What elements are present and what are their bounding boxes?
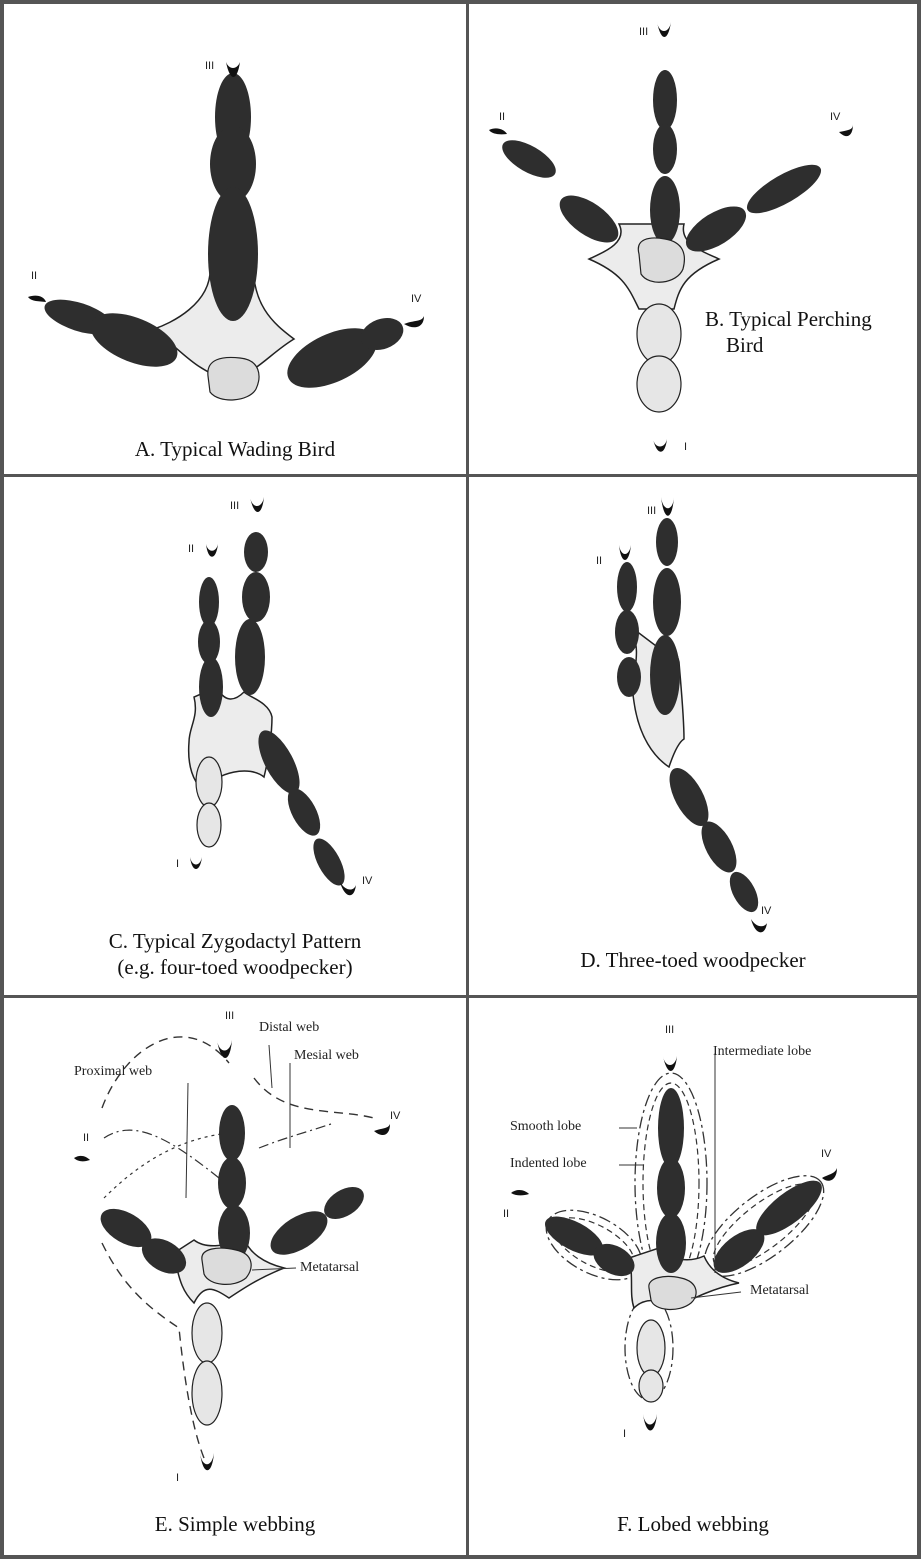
panel-a-foot: [4, 4, 466, 474]
toe-label-iv: IV: [390, 1110, 400, 1122]
toe-label-ii: II: [31, 270, 37, 282]
panel-f-caption: F. Lobed webbing: [469, 1511, 917, 1537]
metatarsal-pad: [208, 357, 259, 400]
label-intermediate-lobe: Intermediate lobe: [713, 1044, 811, 1060]
label-metatarsal: Metatarsal: [750, 1283, 809, 1299]
toe-label-iii: III: [647, 505, 656, 517]
toe-label-iv: IV: [830, 111, 840, 123]
toe-label-iv: IV: [761, 905, 771, 917]
toe-label-iii: III: [225, 1010, 234, 1022]
toe-label-ii: II: [596, 555, 602, 567]
panel-e-foot: [4, 998, 466, 1555]
toe-label-iv: IV: [821, 1148, 831, 1160]
label-mesial-web: Mesial web: [294, 1048, 359, 1064]
panel-f-foot: [469, 998, 917, 1555]
toe-label-iv: IV: [411, 293, 421, 305]
label-indented-lobe: Indented lobe: [510, 1156, 587, 1172]
toe-iii-phalanx: [208, 187, 258, 321]
toe-label-ii: II: [188, 543, 194, 555]
toe-label-i: I: [623, 1428, 626, 1440]
toe-label-iii: III: [665, 1024, 674, 1036]
panel-c-caption-line1: C. Typical Zygodactyl Pattern: [4, 928, 466, 954]
panel-b-caption-line1: B. Typical Perching: [705, 306, 872, 332]
toe-label-ii: II: [83, 1132, 89, 1144]
toe-label-iii: III: [639, 26, 648, 38]
toe-label-i: I: [684, 441, 687, 453]
panel-c-foot: [4, 477, 466, 995]
claw-iv: [404, 316, 424, 327]
claw-ii: [28, 296, 46, 302]
panel-e-caption: E. Simple webbing: [4, 1511, 466, 1537]
panel-e-simple-webbing: III II IV I Distal web Mesial web Proxim…: [4, 998, 466, 1555]
toe-label-i: I: [176, 858, 179, 870]
toe-label-ii: II: [503, 1208, 509, 1220]
panel-c-caption-line2: (e.g. four-toed woodpecker): [4, 954, 466, 980]
panel-d-three-toed: III II IV D. Three-toed woodpecker: [469, 477, 917, 995]
panel-b-perching-bird: III II IV I B. Typical Perching Bird: [469, 4, 917, 474]
panel-a-caption: A. Typical Wading Bird: [4, 436, 466, 462]
toe-label-iv: IV: [362, 875, 372, 887]
toe-label-iii: III: [230, 500, 239, 512]
label-metatarsal: Metatarsal: [300, 1260, 359, 1276]
panel-a-wading-bird: III II IV A. Typical Wading Bird: [4, 4, 466, 474]
label-proximal-web: Proximal web: [74, 1064, 152, 1080]
toe-label-i: I: [176, 1472, 179, 1484]
toe-label-ii: II: [499, 111, 505, 123]
panel-d-caption: D. Three-toed woodpecker: [469, 947, 917, 973]
panel-d-foot: [469, 477, 917, 995]
panel-c-zygodactyl: III II I IV C. Typical Zygodactyl Patter…: [4, 477, 466, 995]
toe-label-iii: III: [205, 60, 214, 72]
panel-b-foot: [469, 4, 917, 474]
label-distal-web: Distal web: [259, 1020, 319, 1036]
panel-b-caption-line2: Bird: [726, 332, 763, 358]
label-smooth-lobe: Smooth lobe: [510, 1119, 581, 1135]
panel-f-lobed-webbing: III II IV I Intermediate lobe Smooth lob…: [469, 998, 917, 1555]
